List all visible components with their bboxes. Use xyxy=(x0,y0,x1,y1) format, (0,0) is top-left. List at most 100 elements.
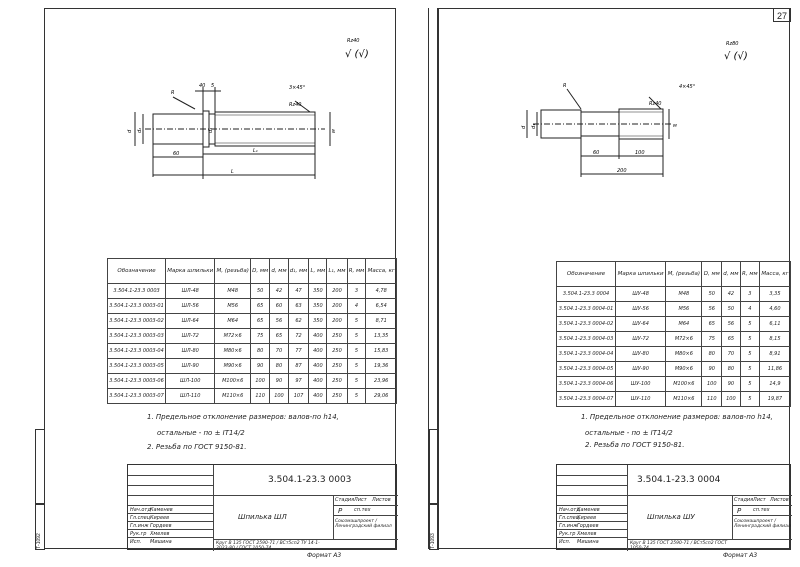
table-cell: 100 xyxy=(269,388,289,404)
roughness-symbol: √ (√) xyxy=(724,51,748,62)
side-stamp-inventory: Т-1093 xyxy=(429,504,439,550)
table-cell: 250 xyxy=(326,358,348,374)
table-cell: 4 xyxy=(346,298,367,314)
col-header: Марка шпильки xyxy=(615,261,667,287)
table-cell: 350 xyxy=(308,298,328,314)
table-cell: ШУ-110 xyxy=(615,391,667,407)
sig-role: Гл.спец xyxy=(130,515,151,521)
col-header: Обозначение xyxy=(555,261,617,287)
stage-value: Р xyxy=(338,507,343,515)
table-cell: 3.504.1-23.3 0003-02 xyxy=(106,313,167,329)
dim-40: 40 xyxy=(199,83,205,89)
table-cell: 110 xyxy=(701,391,723,407)
dim-m: м xyxy=(673,123,677,129)
sheets-label: Листов xyxy=(372,497,391,503)
table-cell: М100×6 xyxy=(665,376,703,392)
table-cell: 56 xyxy=(721,316,741,332)
table-cell: 14,9 xyxy=(758,376,792,392)
table-cell: 250 xyxy=(326,328,348,344)
table-cell: ШЛ-80 xyxy=(165,343,216,359)
col-header: d, мм xyxy=(269,258,289,284)
col-header: D, мм xyxy=(250,258,271,284)
table-cell: 100 xyxy=(250,373,271,389)
sig-role: Гл.инж xyxy=(559,523,578,529)
table-cell: 90 xyxy=(250,358,271,374)
table-cell: 3.504.1-23.3 0003-05 xyxy=(106,358,167,374)
table-cell: 250 xyxy=(326,343,348,359)
dim-d: d xyxy=(127,129,133,133)
table-cell: ШУ-48 xyxy=(615,286,667,302)
table-cell: 400 xyxy=(308,328,328,344)
title-block-right: 3.504.1-23.3 0004 Нач.отд Каменев Гл.спе… xyxy=(556,464,792,551)
table-cell: 6,54 xyxy=(365,298,397,314)
sig-name: Мишина xyxy=(577,539,599,545)
col-header: М, (резьба) xyxy=(665,261,703,287)
table-cell: 3.504.1-23.3 0003-04 xyxy=(106,343,167,359)
table-cell: 3 xyxy=(739,286,760,302)
table-cell: 23,96 xyxy=(365,373,397,389)
spec-table-shl: Обозначение Марка шпильки М, (резьба) D,… xyxy=(106,258,397,404)
table-cell: 350 xyxy=(308,283,328,299)
stage-label: Стадия xyxy=(734,497,754,503)
sig-role: Рук.гр xyxy=(559,531,576,537)
table-cell: ШЛ-110 xyxy=(165,388,216,404)
table-cell: М64 xyxy=(665,316,703,332)
title-block-left: 3.504.1-23.3 0003 Нач.отд Каменев Гл.спе… xyxy=(127,464,398,551)
sig-name: Киреев xyxy=(150,515,170,521)
table-cell: 5 xyxy=(346,328,367,344)
dim-60: 60 xyxy=(173,151,179,157)
table-cell: 250 xyxy=(326,373,348,389)
table-cell: 3.504.1-23.3 0004-05 xyxy=(555,361,617,377)
table-cell: 65 xyxy=(250,298,271,314)
dim-chamfer: 4×45° xyxy=(679,84,696,90)
sig-name: Каменев xyxy=(577,507,600,513)
table-cell: 3.504.1-23.3 0003-01 xyxy=(106,298,167,314)
table-cell: 107 xyxy=(287,388,310,404)
organisation: Союзмашпроект / Ленинградский филиал xyxy=(335,519,392,529)
dim-rz: Rz40 xyxy=(649,101,661,107)
note-thread: 2. Резьба по ГОСТ 9150-81. xyxy=(585,441,685,449)
table-cell: 72 xyxy=(287,328,310,344)
table-cell: 5 xyxy=(346,358,367,374)
table-cell: 3.504.1-23.3 0004-06 xyxy=(555,376,617,392)
table-cell: ШЛ-100 xyxy=(165,373,216,389)
table-cell: 90 xyxy=(701,361,723,377)
table-cell: 5 xyxy=(346,373,367,389)
table-cell: М90×6 xyxy=(214,358,252,374)
sheets-label: Листов xyxy=(770,497,789,503)
table-cell: 110 xyxy=(250,388,271,404)
sheet-label: Лист xyxy=(354,497,367,503)
table-cell: ШЛ-64 xyxy=(165,313,216,329)
roughness-label: Rz40 xyxy=(347,38,359,44)
table-cell: М80×6 xyxy=(214,343,252,359)
dim-rz: Rz40 xyxy=(289,102,301,108)
table-cell: 5 xyxy=(346,313,367,329)
table-cell: 8,91 xyxy=(758,346,792,362)
stage-value: Р xyxy=(737,507,742,515)
format-label: Формат А3 xyxy=(307,552,342,559)
table-cell: 77 xyxy=(287,343,310,359)
table-cell: М56 xyxy=(214,298,252,314)
table-cell: М100×6 xyxy=(214,373,252,389)
table-cell: 6,11 xyxy=(758,316,792,332)
dim-60: 60 xyxy=(593,150,599,156)
table-cell: 5 xyxy=(739,331,760,347)
table-cell: ШЛ-56 xyxy=(165,298,216,314)
col-header: R, мм xyxy=(346,258,367,284)
table-cell: 3.504.1-23.3 0003-03 xyxy=(106,328,167,344)
dim-200: 200 xyxy=(617,168,627,174)
table-cell: 4,78 xyxy=(365,283,397,299)
table-cell: 5 xyxy=(739,376,760,392)
table-cell: ШУ-80 xyxy=(615,346,667,362)
table-cell: 3 xyxy=(346,283,367,299)
doc-code: 3.504.1-23.3 0004 xyxy=(637,475,721,485)
table-cell: 100 xyxy=(701,376,723,392)
table-cell: 100 xyxy=(721,391,741,407)
sig-name: Хмелев xyxy=(150,531,170,537)
table-cell: М110×6 xyxy=(665,391,703,407)
sig-name: Гордеев xyxy=(150,523,172,529)
table-cell: 80 xyxy=(721,361,741,377)
